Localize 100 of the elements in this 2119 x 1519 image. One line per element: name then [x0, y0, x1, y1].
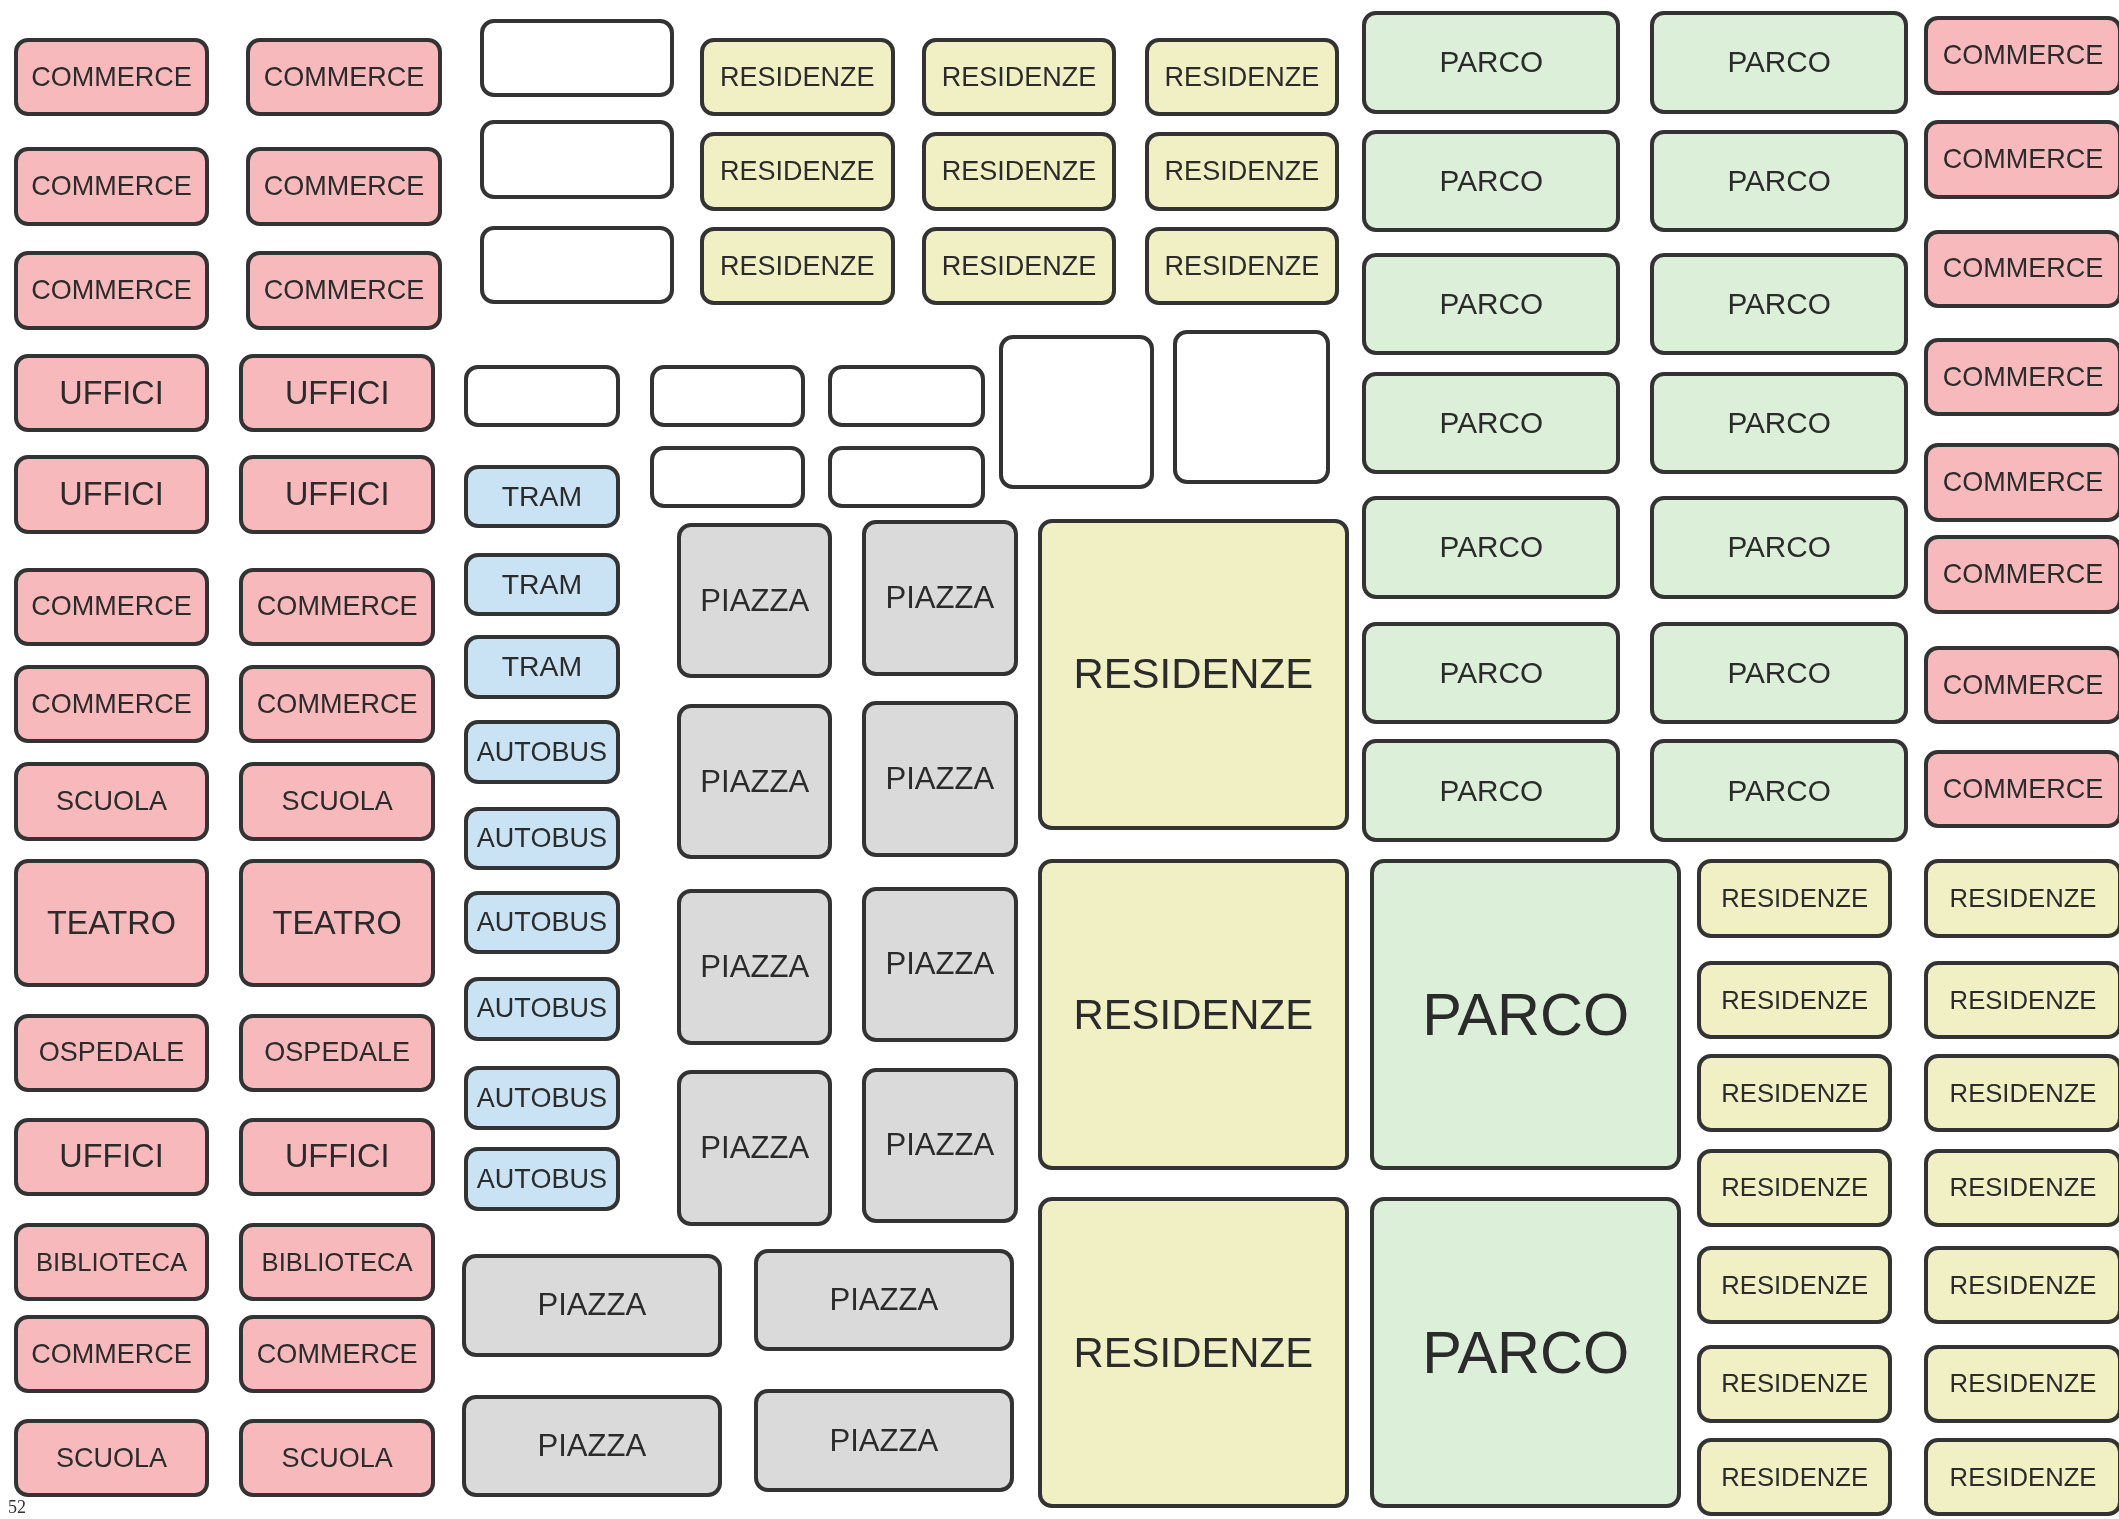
zone-block	[239, 1314, 436, 1394]
block-label: PARCO	[1439, 656, 1543, 690]
block-label: PARCO	[1422, 1318, 1630, 1388]
residential-block	[1037, 1197, 1349, 1509]
block-label: AUTOBUS	[476, 906, 607, 938]
empty-block	[479, 18, 675, 98]
block-label: RESIDENZE	[941, 61, 1097, 93]
zone-block	[1924, 120, 2119, 199]
block-label: COMMERCE	[263, 61, 425, 93]
residential-block	[1924, 1148, 2119, 1228]
block-label: RESIDENZE	[1949, 1462, 2097, 1492]
square-block	[754, 1389, 1014, 1492]
block-label: PARCO	[1727, 773, 1831, 808]
block-label: TEATRO	[46, 904, 176, 942]
empty-block	[650, 364, 806, 428]
block-label: COMMERCE	[263, 171, 425, 202]
zone-block	[1924, 443, 2119, 522]
block-label: OSPEDALE	[264, 1037, 410, 1069]
block-label: COMMERCE	[31, 1338, 192, 1370]
block-label: PARCO	[1727, 45, 1831, 80]
block-label: COMMERCE	[256, 688, 418, 720]
block-label: BIBLIOTECA	[261, 1247, 413, 1277]
park-block	[1362, 739, 1621, 842]
block-label: PARCO	[1727, 287, 1831, 322]
transit-stop-block	[463, 635, 621, 699]
residential-block	[700, 132, 895, 211]
transit-stop-block	[463, 1147, 621, 1211]
park-block	[1362, 10, 1621, 114]
zone-block	[13, 354, 210, 433]
block-label: COMMERCE	[31, 591, 192, 623]
zone-block	[239, 859, 436, 987]
zone-block	[239, 354, 436, 433]
zone-block	[245, 251, 442, 330]
block-label: COMMERCE	[256, 591, 418, 623]
residential-block	[1037, 518, 1349, 830]
park-block	[1362, 252, 1621, 356]
block-label: TRAM	[501, 567, 583, 601]
block-label: SCUOLA	[281, 785, 393, 817]
square-block	[862, 520, 1018, 676]
block-label: AUTOBUS	[476, 993, 607, 1025]
transit-stop-block	[463, 977, 621, 1041]
empty-block	[828, 364, 986, 428]
park-block	[1650, 129, 1909, 233]
transit-stop-block	[463, 720, 621, 784]
block-label: RESIDENZE	[1164, 61, 1320, 93]
residential-block	[1697, 859, 1892, 938]
block-label: PIAZZA	[537, 1287, 647, 1324]
square-block	[862, 701, 1018, 857]
zone-block	[1924, 645, 2119, 725]
residential-block	[1697, 1148, 1892, 1228]
block-label: PIAZZA	[885, 580, 995, 616]
block-label: COMMERCE	[256, 1338, 418, 1370]
park-block	[1650, 739, 1909, 842]
zone-block	[239, 1223, 436, 1302]
empty-block	[1173, 329, 1330, 484]
block-label: PARCO	[1439, 405, 1543, 440]
park-block	[1362, 621, 1621, 725]
square-block	[462, 1394, 722, 1498]
zone-block	[1924, 535, 2119, 614]
zone-block	[13, 1013, 210, 1092]
block-label: AUTOBUS	[476, 823, 607, 855]
zone-block	[13, 455, 210, 534]
block-label: RESIDENZE	[1721, 1173, 1869, 1203]
block-label: TRAM	[501, 480, 583, 514]
block-label: PIAZZA	[885, 1127, 995, 1164]
empty-block	[463, 364, 621, 428]
block-label: RESIDENZE	[720, 250, 875, 282]
block-label: AUTOBUS	[476, 1082, 607, 1114]
residential-block	[1697, 960, 1892, 1040]
park-block	[1362, 129, 1621, 233]
block-label: PARCO	[1422, 980, 1630, 1050]
block-label: RESIDENZE	[1721, 985, 1869, 1015]
empty-block	[998, 335, 1155, 490]
block-label: COMMERCE	[1942, 361, 2104, 393]
residential-block	[921, 37, 1117, 117]
square-block	[677, 523, 833, 679]
block-label: UFFICI	[59, 374, 164, 412]
residential-block	[1697, 1246, 1892, 1325]
block-label: SCUOLA	[55, 785, 168, 817]
block-label: RESIDENZE	[1949, 985, 2097, 1015]
block-label: TEATRO	[272, 904, 402, 942]
residential-block	[1924, 960, 2119, 1040]
park-block	[1650, 621, 1909, 725]
block-label: UFFICI	[284, 374, 390, 412]
transit-stop-block	[463, 806, 621, 871]
zone-block	[1924, 750, 2119, 829]
block-label: COMMERCE	[1942, 669, 2104, 701]
residential-block	[1924, 1054, 2119, 1133]
block-label: COMMERCE	[1942, 253, 2104, 285]
empty-block	[479, 120, 675, 199]
residential-block	[921, 227, 1117, 306]
block-label: PIAZZA	[700, 582, 810, 619]
block-label: BIBLIOTECA	[35, 1247, 188, 1277]
zone-block	[245, 37, 442, 117]
block-label: COMMERCE	[263, 275, 425, 307]
block-label: RESIDENZE	[1949, 1078, 2097, 1108]
block-label: PIAZZA	[829, 1422, 939, 1459]
zone-block	[239, 1418, 436, 1498]
block-label: PARCO	[1439, 164, 1543, 199]
residential-block	[1697, 1344, 1892, 1423]
